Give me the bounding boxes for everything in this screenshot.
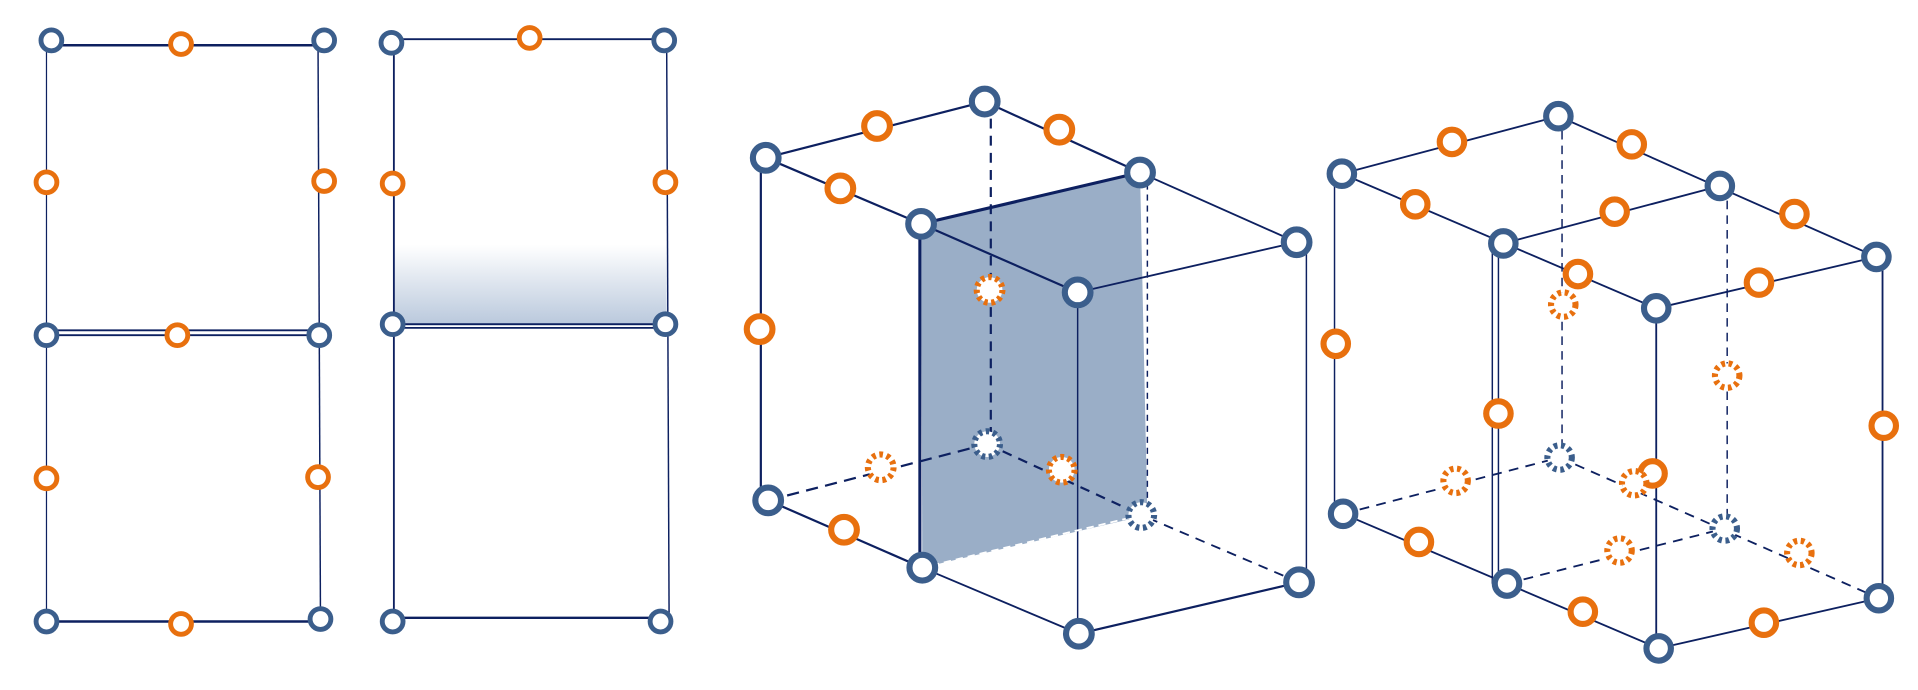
midside-node (33, 169, 60, 196)
midside-node (1320, 328, 1352, 360)
corner-node (1640, 293, 1672, 324)
corner-node (306, 322, 333, 349)
midside-node (305, 464, 331, 490)
midside-node (1868, 410, 1900, 442)
gradient-band (393, 244, 667, 326)
corner-node (38, 27, 65, 54)
corner-node (905, 207, 937, 240)
corner-node (311, 27, 337, 54)
corner-node (307, 606, 334, 632)
hidden-edge (1140, 514, 1300, 584)
midside-node (1743, 267, 1775, 298)
corner-node-hidden (1544, 442, 1575, 473)
corner-node (1062, 617, 1095, 650)
midside-node (824, 172, 857, 205)
corner-node (1488, 228, 1519, 259)
midside-node (1043, 113, 1076, 146)
corner-node (1061, 276, 1094, 309)
corner-node (1643, 633, 1674, 664)
midside-node (1779, 198, 1810, 230)
corner-node (1543, 100, 1574, 132)
hidden-edge (922, 514, 1142, 569)
midside-node (861, 110, 893, 142)
midside-node (168, 31, 194, 57)
midside-node (379, 170, 406, 197)
corner-node (379, 311, 406, 338)
edge (920, 222, 1079, 294)
midside-node (516, 25, 543, 51)
corner-node (1491, 568, 1523, 599)
corner-node (647, 608, 674, 635)
midside-node-hidden (1440, 465, 1471, 497)
corner-node-hidden (1125, 499, 1158, 531)
midside-node (164, 322, 191, 349)
midside-node (743, 313, 776, 345)
midside-node (33, 465, 60, 492)
corner-node (906, 551, 939, 584)
corner-node (1326, 158, 1358, 190)
corner-node (1863, 582, 1895, 614)
corner-node (1327, 498, 1359, 530)
corner-node (33, 608, 60, 635)
midside-node-hidden (973, 274, 1006, 306)
midside-node (1483, 398, 1514, 429)
corner-node (33, 322, 60, 349)
corner-node-hidden (971, 428, 1004, 460)
midside-node (1403, 526, 1435, 558)
midside-node-hidden (1547, 289, 1579, 320)
corner-node (1283, 566, 1315, 599)
midside-node (1748, 607, 1780, 639)
hidden-edge (986, 443, 1142, 517)
midside-node-hidden (1045, 453, 1078, 486)
midside-node (1399, 189, 1431, 220)
corner-node (379, 608, 406, 635)
midside-node (311, 168, 337, 194)
midside-node (1562, 258, 1594, 290)
corner-node (651, 27, 678, 54)
edge (920, 171, 1141, 226)
corner-node (1280, 226, 1313, 259)
midside-node (1567, 596, 1599, 627)
midside-node (1599, 196, 1630, 227)
midside-node (1436, 126, 1468, 158)
corner-node (1704, 170, 1736, 202)
corner-node (652, 311, 679, 338)
midside-node-hidden (1711, 360, 1743, 391)
midside-node-hidden (1604, 535, 1635, 566)
corner-node (749, 141, 782, 174)
corner-node (1124, 156, 1156, 189)
edge (1078, 581, 1300, 635)
midside-node-hidden (1784, 537, 1815, 569)
midside-node-hidden (1618, 467, 1650, 499)
corner-node (752, 484, 785, 517)
shaded-plane (921, 172, 1148, 568)
midside-node (168, 611, 194, 637)
corner-node (968, 85, 1001, 118)
edge (1139, 171, 1297, 244)
corner-node (1861, 241, 1892, 273)
midside-node (1616, 129, 1648, 160)
corner-node (378, 29, 405, 56)
midside-node (828, 513, 860, 546)
corner-node-hidden (1709, 513, 1741, 544)
midside-node-hidden (864, 451, 897, 484)
edge (921, 566, 1080, 635)
edge (1077, 241, 1297, 294)
midside-node (652, 169, 679, 196)
